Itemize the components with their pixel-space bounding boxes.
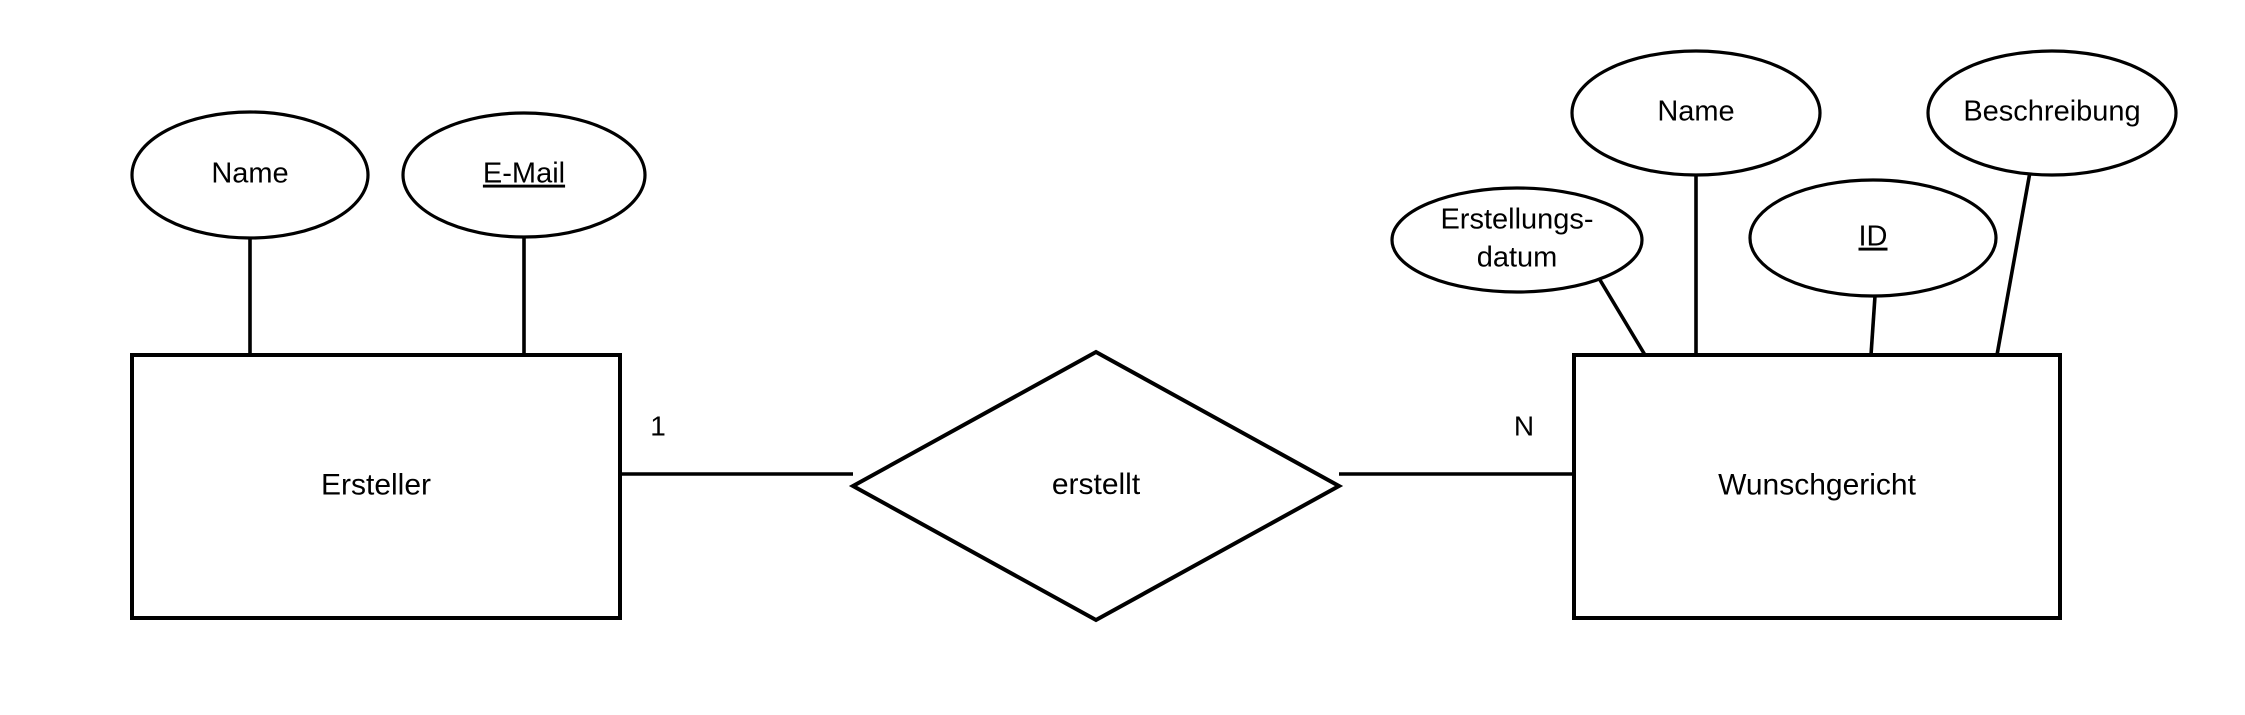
- attribute-wunschgericht-erstellungsdatum-label-line2: datum: [1477, 242, 1558, 274]
- attribute-wunschgericht-erstellungsdatum[interactable]: Erstellungs- datum: [1390, 186, 1644, 294]
- relationship-erstellt[interactable]: erstellt: [848, 349, 1344, 623]
- attribute-wunschgericht-erstellungsdatum-label-line1: Erstellungs-: [1440, 204, 1593, 236]
- entity-ersteller-label: Ersteller: [321, 468, 431, 501]
- cardinality-label-n: N: [1514, 410, 1534, 441]
- relationship-erstellt-diamond[interactable]: [848, 349, 1344, 623]
- attribute-wunschgericht-beschreibung-label: Beschreibung: [1963, 96, 2140, 128]
- entity-wunschgericht-label: Wunschgericht: [1718, 468, 1917, 501]
- attribute-wunschgericht-id-ellipse[interactable]: [1748, 178, 1998, 298]
- cardinality-label-one: 1: [650, 410, 666, 441]
- attribute-ersteller-name-ellipse[interactable]: [130, 110, 370, 240]
- relationship-erstellt-label: erstellt: [1052, 468, 1141, 501]
- attribute-wunschgericht-erstellungsdatum-ellipse[interactable]: [1390, 186, 1644, 294]
- attribute-wunschgericht-name[interactable]: Name: [1570, 49, 1822, 177]
- edge-wunschgericht-beschreibung-line: [1995, 171, 2032, 356]
- attribute-ersteller-email-ellipse[interactable]: [401, 111, 647, 239]
- attribute-wunschgericht-name-label: Name: [1657, 96, 1734, 128]
- attribute-wunschgericht-name-ellipse[interactable]: [1570, 49, 1822, 177]
- connector-edges: [248, 171, 2032, 476]
- entity-wunschgericht[interactable]: Wunschgericht: [1572, 353, 2062, 620]
- cardinality-labels: 1 N: [650, 410, 1534, 441]
- entity-ersteller-box[interactable]: [130, 353, 622, 620]
- attribute-wunschgericht-beschreibung-ellipse[interactable]: [1926, 49, 2178, 177]
- attribute-ersteller-name[interactable]: Name: [130, 110, 370, 240]
- edge-wunschgericht-id-line: [1869, 295, 1877, 356]
- edge-wunschgericht-erstellungsdatum-line: [1598, 279, 1647, 356]
- attribute-ersteller-email[interactable]: E-Mail: [401, 111, 647, 239]
- attribute-ersteller-name-label: Name: [211, 158, 288, 190]
- entity-wunschgericht-box[interactable]: [1572, 353, 2062, 620]
- attribute-wunschgericht-id-label: ID: [1859, 221, 1888, 253]
- attribute-wunschgericht-id[interactable]: ID: [1748, 178, 1998, 298]
- entity-ersteller[interactable]: Ersteller: [130, 353, 622, 620]
- attribute-wunschgericht-beschreibung[interactable]: Beschreibung: [1926, 49, 2178, 177]
- attribute-ersteller-email-label: E-Mail: [483, 158, 565, 190]
